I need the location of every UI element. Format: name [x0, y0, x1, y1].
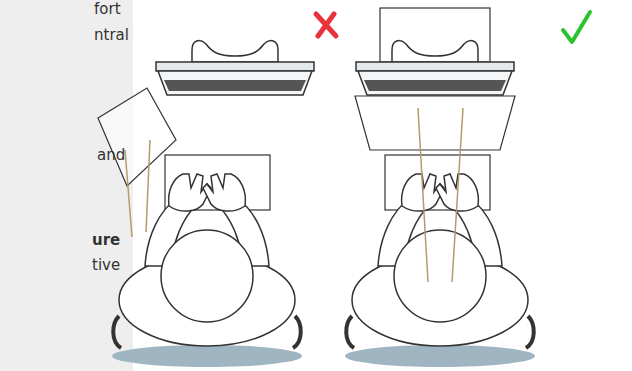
seated-person	[345, 174, 535, 367]
note-text: tive	[92, 256, 120, 274]
sight-line	[418, 108, 428, 282]
note-text: ure	[92, 231, 120, 249]
seated-person	[112, 174, 302, 367]
correct-setup	[345, 8, 590, 367]
correct-mark	[563, 12, 590, 42]
note-text: fort	[94, 0, 121, 18]
wrong-setup	[98, 14, 336, 367]
sight-line	[146, 140, 150, 232]
monitor	[356, 41, 514, 95]
document-holder	[355, 96, 515, 150]
note-text: ntral	[94, 26, 129, 44]
monitor	[156, 41, 314, 95]
note-text: and	[97, 146, 125, 164]
sight-line	[125, 150, 132, 237]
text-panel	[0, 0, 133, 371]
wrong-mark	[316, 14, 336, 36]
document	[98, 88, 176, 186]
sight-line	[452, 108, 463, 282]
